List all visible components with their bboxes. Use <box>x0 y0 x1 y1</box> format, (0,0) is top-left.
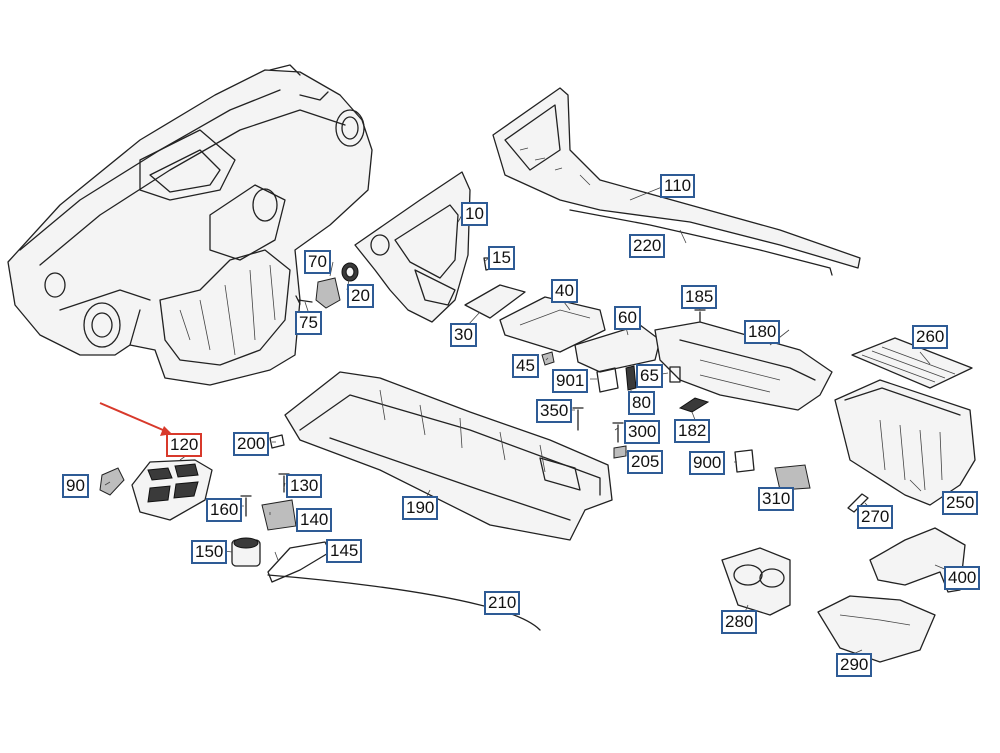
part-901-label <box>596 367 619 393</box>
part-290-tray <box>817 595 936 663</box>
part-280-cup-holder <box>721 547 791 616</box>
callout-185: 185 <box>681 285 718 309</box>
part-210-cable <box>267 574 541 631</box>
callout-250: 250 <box>942 491 979 515</box>
callout-40: 40 <box>551 279 578 303</box>
part-40-trim <box>499 296 606 353</box>
callout-65: 65 <box>636 364 663 388</box>
part-200-clip <box>269 434 285 449</box>
callout-120: 120 <box>166 433 203 457</box>
part-110-side-panel <box>492 87 861 276</box>
callout-220: 220 <box>629 234 666 258</box>
callout-75: 75 <box>295 311 322 335</box>
callout-15: 15 <box>488 246 515 270</box>
part-150-socket <box>231 537 261 567</box>
callout-260: 260 <box>912 325 949 349</box>
part-75-screw <box>295 295 313 305</box>
callout-310: 310 <box>758 487 795 511</box>
callout-200: 200 <box>233 432 270 456</box>
part-70-switch <box>315 262 359 309</box>
callout-270: 270 <box>857 505 894 529</box>
callout-400: 400 <box>944 566 981 590</box>
callout-350: 350 <box>536 399 573 423</box>
part-310-switch <box>774 464 811 491</box>
callout-290: 290 <box>836 653 873 677</box>
part-80-clip <box>625 365 637 391</box>
part-120-switch-module <box>131 459 213 521</box>
callout-20: 20 <box>347 284 374 308</box>
part-10-center-bezel <box>354 171 471 323</box>
highlight-arrow <box>99 402 172 436</box>
callout-130: 130 <box>286 474 323 498</box>
callout-900: 900 <box>689 451 726 475</box>
part-250-bin <box>834 379 976 506</box>
part-205-clip <box>613 445 627 459</box>
callout-210: 210 <box>484 591 521 615</box>
callout-160: 160 <box>206 498 243 522</box>
callout-60: 60 <box>614 306 641 330</box>
callout-205: 205 <box>627 450 664 474</box>
part-182-mat <box>678 397 710 413</box>
callout-10: 10 <box>461 202 488 226</box>
part-300-screw <box>612 422 624 443</box>
part-260-mat <box>851 337 973 389</box>
part-140-bracket <box>261 499 297 531</box>
callout-901: 901 <box>552 369 589 393</box>
part-900-label <box>734 449 755 473</box>
callout-145: 145 <box>326 539 363 563</box>
part-65-pin <box>669 366 681 383</box>
callout-280: 280 <box>721 610 758 634</box>
callout-150: 150 <box>191 540 228 564</box>
part-270-strip <box>847 493 869 513</box>
callout-70: 70 <box>304 250 331 274</box>
callout-110: 110 <box>660 174 696 198</box>
callout-45: 45 <box>512 354 539 378</box>
callout-300: 300 <box>624 420 661 444</box>
callout-190: 190 <box>402 496 439 520</box>
callout-180: 180 <box>744 320 781 344</box>
part-30-panel <box>464 284 526 319</box>
part-350-screw <box>572 407 584 431</box>
part-160-screw <box>240 495 252 517</box>
callout-90: 90 <box>62 474 89 498</box>
part-400-trim <box>869 527 966 593</box>
part-90-connector <box>99 467 125 496</box>
callout-140: 140 <box>296 508 333 532</box>
callout-182: 182 <box>674 419 711 443</box>
part-190-console <box>284 371 613 541</box>
callout-80: 80 <box>628 391 655 415</box>
instrument-panel <box>7 64 373 386</box>
callout-30: 30 <box>450 323 477 347</box>
